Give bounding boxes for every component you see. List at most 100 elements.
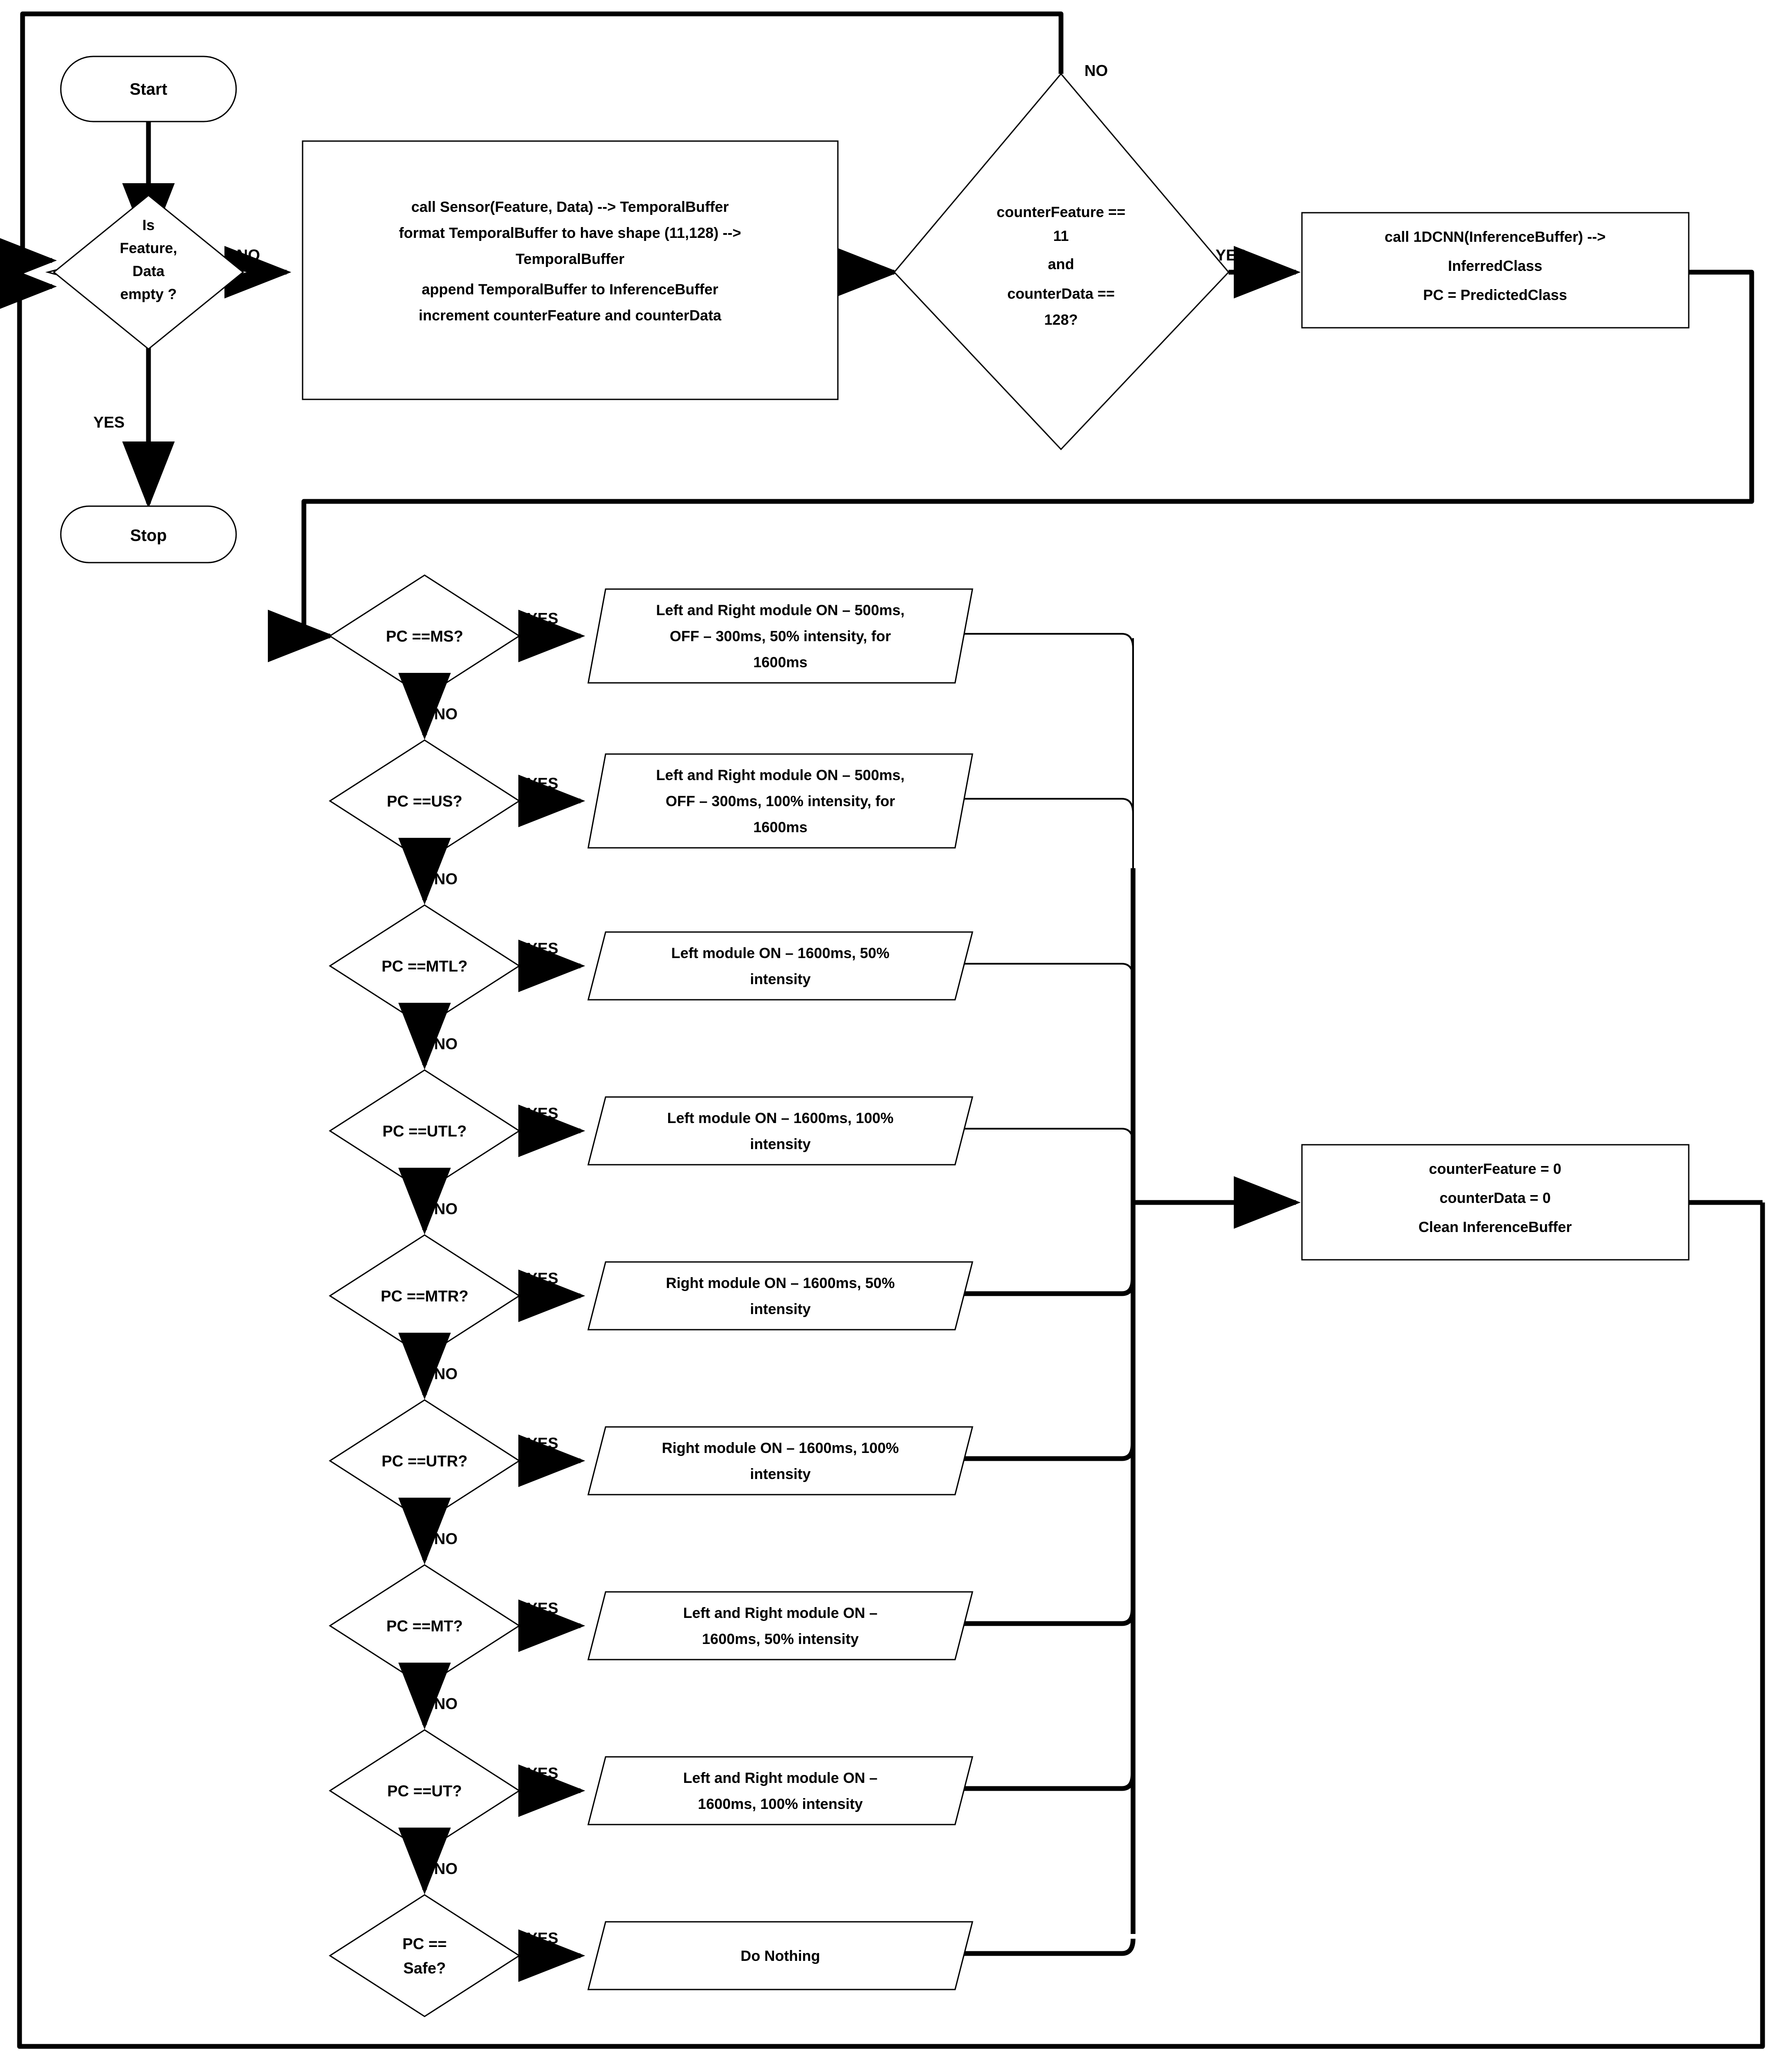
action-label-pc-mt: Left and Right module ON – <box>683 1605 878 1621</box>
action-label-pc-utl: Left module ON – 1600ms, 100% <box>667 1110 894 1127</box>
decision-label-pc-safe: Safe? <box>403 1959 446 1977</box>
counter-check-line-2: and <box>1048 256 1074 273</box>
action-label-pc-utl: intensity <box>750 1136 811 1153</box>
edge-label-yes-pc-ms: YES <box>527 609 558 627</box>
edge-action-to-bus-pc-safe <box>964 1938 1136 1956</box>
action-pc-us <box>587 753 973 849</box>
action-label-pc-us: 1600ms <box>753 819 807 836</box>
decision-label-pc-ut: PC ==UT? <box>387 1782 462 1800</box>
stop-label: Stop <box>130 527 167 545</box>
edge-action-to-bus-pc-utl <box>964 1128 1134 1144</box>
node-reset: counterFeature = 0 counterData = 0 Clean… <box>1301 1144 1690 1261</box>
edge-action-to-bus-pc-us <box>964 798 1134 814</box>
edge-label-yes-pc-mt: YES <box>527 1599 558 1617</box>
edge-label-counter-no: NO <box>1084 62 1108 79</box>
node-stop: Stop <box>60 505 237 563</box>
action-pc-ms <box>587 588 973 684</box>
edge-label-no-pc-mtl: NO <box>434 1035 458 1053</box>
decision-label-pc-safe: PC == <box>402 1935 447 1953</box>
action-pc-mtr <box>587 1261 973 1331</box>
action-pc-mtl <box>587 931 973 1001</box>
cnn-call-line-1: InferredClass <box>1448 258 1542 274</box>
sensor-process-line-3: append TemporalBuffer to InferenceBuffer <box>422 281 718 298</box>
edge-label-counter-yes: YES <box>1216 246 1247 264</box>
edge-action-to-bus-pc-mt <box>964 1608 1136 1626</box>
action-pc-utl <box>587 1096 973 1166</box>
is-empty-line-1: Feature, <box>120 240 177 257</box>
chain-pc-mtl: PC ==MTL? YES NO Left module ON – 1600ms, 5… <box>329 904 1134 1070</box>
action-label-pc-ut: 1600ms, 100% intensity <box>698 1796 863 1812</box>
node-start: Start <box>60 56 237 122</box>
edge-label-yes-pc-us: YES <box>527 774 558 792</box>
edge-label-yes-pc-utl: YES <box>527 1104 558 1122</box>
cnn-call-line-2: PC = PredictedClass <box>1423 287 1567 303</box>
edge-action-to-bus-pc-mtr <box>964 1278 1136 1296</box>
action-label-pc-safe: Do Nothing <box>741 1948 820 1964</box>
edge-label-yes-pc-safe: YES <box>527 1929 558 1947</box>
edge-cnn-to-decision-chain <box>268 270 1754 662</box>
reset-line-1: counterData = 0 <box>1440 1190 1551 1206</box>
node-sensor-process: call Sensor(Feature, Data) --> TemporalB… <box>302 140 839 400</box>
edge-action-to-bus-pc-mtl <box>964 963 1134 979</box>
action-pc-mt <box>587 1591 973 1660</box>
decision-label-pc-utr: PC ==UTR? <box>382 1452 468 1470</box>
edge-action-to-bus-pc-ms <box>964 633 1134 649</box>
sensor-process-line-2: TemporalBuffer <box>516 251 625 267</box>
decision-label-pc-mtl: PC ==MTL? <box>382 957 468 975</box>
action-pc-utr <box>587 1426 973 1496</box>
action-label-pc-mtl: Left module ON – 1600ms, 50% <box>671 945 890 962</box>
action-pc-ut <box>587 1756 973 1825</box>
counter-check-line-3: counterData == <box>1007 286 1115 302</box>
action-label-pc-mtr: Right module ON – 1600ms, 50% <box>666 1275 895 1291</box>
connector-layer <box>0 11 1765 2049</box>
edge-label-yes-pc-ut: YES <box>527 1764 558 1782</box>
sensor-process-line-4: increment counterFeature and counterData <box>418 307 722 324</box>
edge-label-no-pc-utr: NO <box>434 1530 458 1548</box>
edge-label-no-pc-mtr: NO <box>434 1365 458 1383</box>
edge-label-no-pc-utl: NO <box>434 1200 458 1218</box>
edge-label-no-pc-mt: NO <box>434 1695 458 1713</box>
action-pc-safe <box>587 1921 973 1990</box>
edge-label-yes-pc-mtr: YES <box>527 1269 558 1287</box>
chain-pc-safe: PC == Safe? YES Do Nothing <box>329 1894 1136 2017</box>
edge-label-isempty-yes: YES <box>93 413 125 431</box>
action-label-pc-mtr: intensity <box>750 1301 811 1318</box>
node-counter-check: counterFeature == 11 and counterData == … <box>893 72 1230 451</box>
action-label-pc-mtl: intensity <box>750 971 811 988</box>
action-label-pc-utr: Right module ON – 1600ms, 100% <box>662 1440 899 1456</box>
counter-check-line-4: 128? <box>1044 312 1078 328</box>
node-cnn-call: call 1DCNN(InferenceBuffer) --> Inferred… <box>1301 212 1690 329</box>
cnn-call-line-0: call 1DCNN(InferenceBuffer) --> <box>1384 229 1605 245</box>
decision-label-pc-us: PC ==US? <box>387 792 462 810</box>
reset-line-2: Clean InferenceBuffer <box>1418 1219 1572 1235</box>
action-label-pc-us: OFF – 300ms, 100% intensity, for <box>666 793 895 810</box>
edge-label-no-pc-ms: NO <box>434 705 458 723</box>
edge-bottom-return-rail <box>0 260 1765 2049</box>
start-label: Start <box>130 80 168 99</box>
node-is-empty: Is Feature, Data empty ? <box>45 194 252 350</box>
action-label-pc-ms: 1600ms <box>753 654 807 671</box>
action-label-pc-ms: OFF – 300ms, 50% intensity, for <box>670 628 891 645</box>
edge-label-no-pc-ut: NO <box>434 1860 458 1878</box>
edge-action-to-bus-pc-ut <box>964 1773 1136 1791</box>
is-empty-line-2: Data <box>132 263 165 280</box>
sensor-process-line-0: call Sensor(Feature, Data) --> TemporalB… <box>411 199 728 215</box>
counter-check-line-1: 11 <box>1053 228 1069 244</box>
is-empty-line-0: Is <box>142 217 155 234</box>
sensor-process-line-1: format TemporalBuffer to have shape (11,… <box>399 225 741 241</box>
action-label-pc-mt: 1600ms, 50% intensity <box>702 1631 859 1647</box>
is-empty-line-3: empty ? <box>120 286 177 303</box>
edge-label-yes-pc-mtl: YES <box>527 939 558 957</box>
counter-check-line-0: counterFeature == <box>997 204 1126 221</box>
edge-label-no-pc-us: NO <box>434 870 458 888</box>
action-label-pc-ms: Left and Right module ON – 500ms, <box>656 602 904 619</box>
